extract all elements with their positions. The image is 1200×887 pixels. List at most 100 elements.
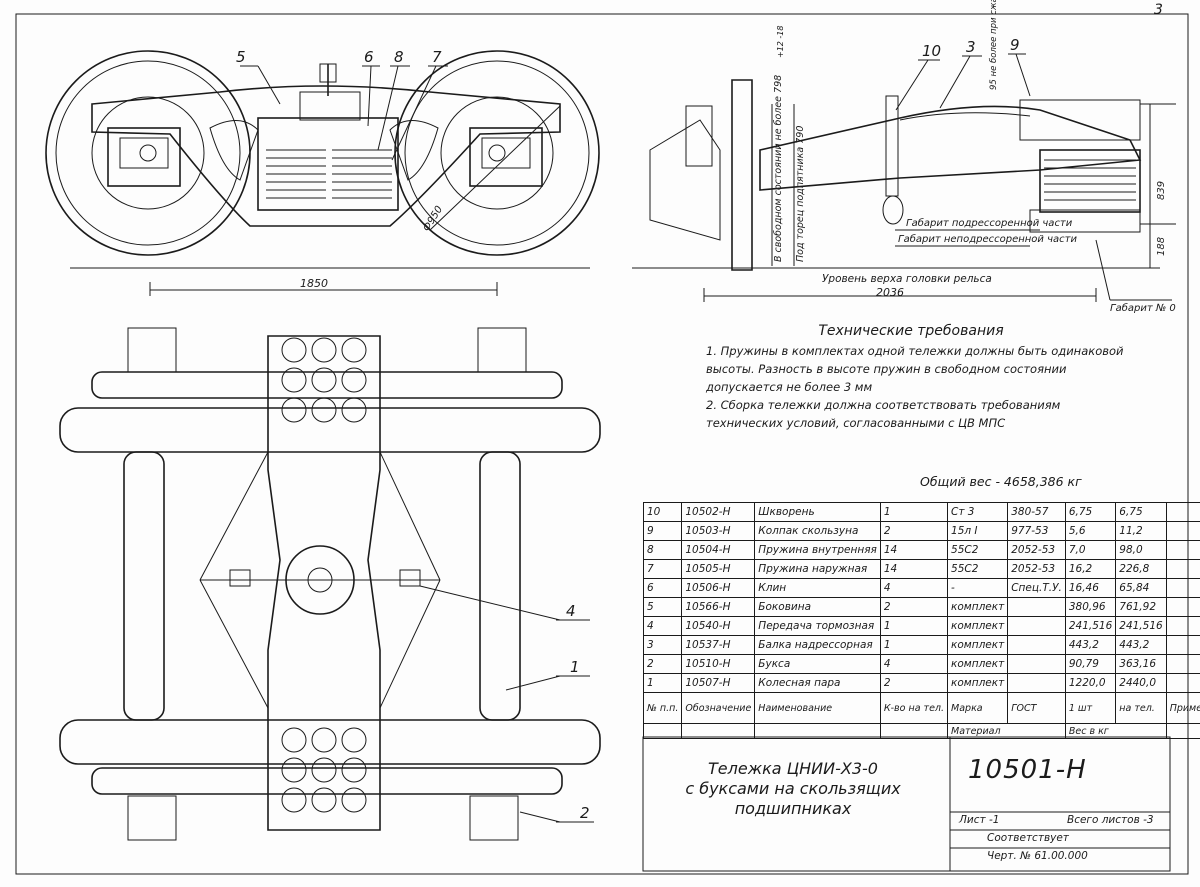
drawing-title: Тележка ЦНИИ-Х3-0 с буксами на скользящи…: [653, 759, 933, 819]
bom-cell: 16,2: [1065, 560, 1115, 579]
bom-cell: комплект: [948, 617, 1008, 636]
bom-cell: 2052-53: [1008, 541, 1066, 560]
bom-cell: Балка надрессорная: [755, 636, 881, 655]
bom-cell: 10: [644, 503, 682, 522]
bom-cell: [1008, 598, 1066, 617]
cross-section-view: В свободном состоянии не более 798 +12 -…: [632, 0, 1176, 314]
bom-cell: 10505-Н: [682, 560, 755, 579]
bom-cell: 90,79: [1065, 655, 1115, 674]
bom-cell: 14: [880, 560, 947, 579]
bom-cell: 14: [880, 541, 947, 560]
bom-cell: -: [948, 579, 1008, 598]
bom-cell: 241,516: [1116, 617, 1166, 636]
gabarit-sprung: Габарит подрессоренной части: [906, 217, 1073, 229]
bom-header-name: Наименование: [755, 693, 881, 724]
bom-cell: 7: [644, 560, 682, 579]
requirement-1: 1. Пружины в комплектах одной тележки до…: [706, 342, 1136, 396]
bom-cell: 65,84: [1116, 579, 1166, 598]
bom-header-w2: на тел.: [1116, 693, 1166, 724]
bom-cell: 977-53: [1008, 522, 1066, 541]
bom-cell: 380-57: [1008, 503, 1066, 522]
bom-cell: [1008, 655, 1066, 674]
bom-cell: комплект: [948, 655, 1008, 674]
bom-cell: 1: [880, 636, 947, 655]
requirements-heading: Технические требования: [686, 322, 1136, 340]
bom-cell: Колесная пара: [755, 674, 881, 693]
bom-cell: 16,46: [1065, 579, 1115, 598]
callout-2: 2: [580, 804, 590, 822]
note-free-state: В свободном состоянии не более 798: [773, 75, 784, 262]
bom-header-mark: Марка: [948, 693, 1008, 724]
title-line-1: Тележка ЦНИИ-Х3-0: [653, 759, 933, 779]
bom-cell: 226,8: [1116, 560, 1166, 579]
note-travel: Под торец подпятника 790: [795, 126, 806, 262]
bom-cell: [1166, 636, 1200, 655]
bom-cell: [1166, 655, 1200, 674]
title-line-2: с буксами на скользящих: [653, 779, 933, 799]
bom-cell: [1008, 617, 1066, 636]
bom-cell: комплект: [948, 598, 1008, 617]
bom-cell: Боковина: [755, 598, 881, 617]
bom-cell: Пружина внутренняя: [755, 541, 881, 560]
bom-cell: 443,2: [1116, 636, 1166, 655]
bom-cell: 1: [880, 617, 947, 636]
callout-4: 4: [566, 602, 576, 620]
bom-cell: 1220,0: [1065, 674, 1115, 693]
bom-cell: 8: [644, 541, 682, 560]
bom-cell: 10510-Н: [682, 655, 755, 674]
dim-2036: 2036: [876, 286, 904, 299]
plan-view: 4 1 2: [60, 328, 600, 840]
bom-cell: Шкворень: [755, 503, 881, 522]
bom-cell: 6,75: [1065, 503, 1115, 522]
bom-cell: 55С2: [948, 560, 1008, 579]
bom-cell: 1: [644, 674, 682, 693]
title-line-3: подшипниках: [653, 799, 933, 819]
bom-cell: 10506-Н: [682, 579, 755, 598]
bom-cell: 2: [644, 655, 682, 674]
bom-cell: 15л I: [948, 522, 1008, 541]
bom-cell: [1166, 598, 1200, 617]
side-elevation-view: 1850 Ф950 5 6 8 7: [46, 48, 599, 296]
rail-level: Уровень верха головки рельса: [822, 273, 992, 285]
dim-188: 188: [1156, 237, 1167, 256]
bom-cell: 9: [644, 522, 682, 541]
bom-cell: Пружина наружная: [755, 560, 881, 579]
technical-requirements: Технические требования 1. Пружины в комп…: [706, 322, 1136, 432]
bom-cell: Букса: [755, 655, 881, 674]
bom-cell: 10504-Н: [682, 541, 755, 560]
bom-cell: 2440,0: [1116, 674, 1166, 693]
bom-cell: 98,0: [1116, 541, 1166, 560]
drawing-code: 10501-Н: [968, 755, 1087, 785]
bom-cell: 363,16: [1116, 655, 1166, 674]
bom-cell: [1166, 522, 1200, 541]
note-slider: 95 не более при сжатой проволоке: [989, 0, 999, 90]
bom-cell: 2: [880, 674, 947, 693]
bom-cell: Ст 3: [948, 503, 1008, 522]
total-weight: Общий вес - 4658,386 кг: [920, 474, 1082, 489]
callout-3: 3: [966, 38, 976, 56]
bom-cell: 10566-Н: [682, 598, 755, 617]
bom-header-gost: ГОСТ: [1008, 693, 1066, 724]
callout-10: 10: [922, 42, 941, 60]
bom-cell: 761,92: [1116, 598, 1166, 617]
bom-cell: 1: [880, 503, 947, 522]
bom-cell: 2052-53: [1008, 560, 1066, 579]
callout-6: 6: [364, 48, 374, 66]
bom-cell: [1166, 503, 1200, 522]
bom-header-empty: [1166, 724, 1200, 739]
total-sheets: Всего листов -3: [1067, 814, 1154, 826]
page-number: 3: [1154, 2, 1163, 18]
bom-cell: 10540-Н: [682, 617, 755, 636]
corresponds-label: Соответствует: [987, 832, 1069, 844]
bom-header-num: № п.п.: [644, 693, 682, 724]
bom-cell: 5,6: [1065, 522, 1115, 541]
bom-cell: 10503-Н: [682, 522, 755, 541]
bom-cell: 11,2: [1116, 522, 1166, 541]
